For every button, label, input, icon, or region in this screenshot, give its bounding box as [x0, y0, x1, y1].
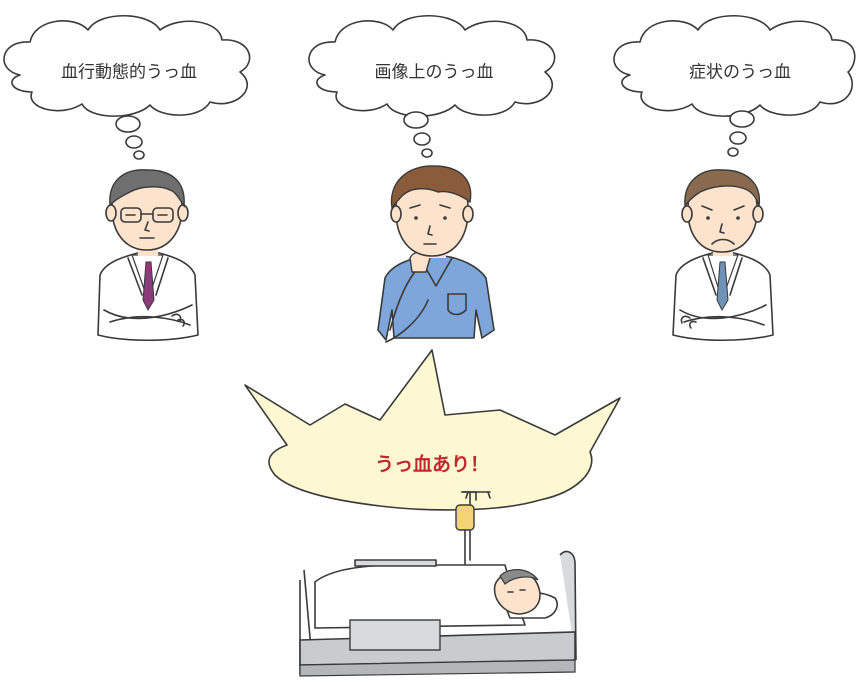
- thought-text-center: 画像上のうっ血: [374, 62, 494, 83]
- thought-bubble-center: [308, 14, 556, 158]
- patient-bed-figure: [299, 491, 577, 677]
- right-doctor-figure: [672, 169, 774, 342]
- thought-text-right: 症状のうっ血: [689, 62, 791, 83]
- shout-bubble: [244, 349, 621, 511]
- shout-text: うっ血あり！: [374, 453, 490, 476]
- left-doctor-figure: [97, 169, 199, 342]
- thought-bubble-left: [3, 14, 251, 160]
- thought-bubble-right: [613, 14, 856, 157]
- center-doctor-figure: [377, 165, 495, 343]
- thought-text-left: 血行動態的うっ血: [61, 62, 197, 83]
